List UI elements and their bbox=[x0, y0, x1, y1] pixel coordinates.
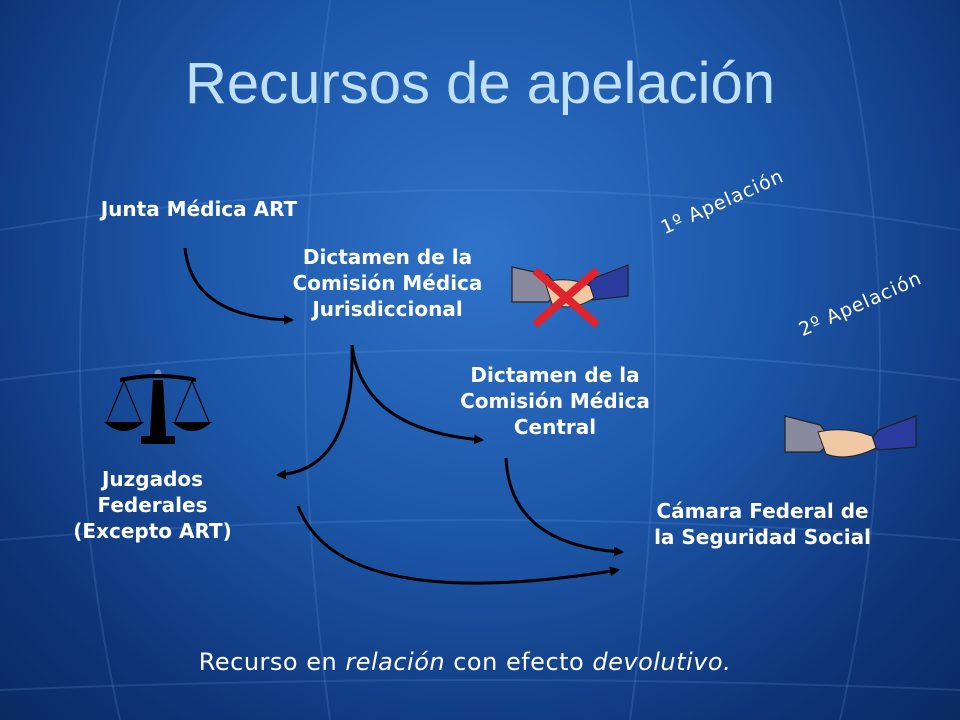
node-line: Federales bbox=[97, 493, 208, 517]
arrow-jurisdiccional-to-juzgados bbox=[276, 344, 354, 480]
node-line: Jurisdiccional bbox=[312, 297, 463, 321]
node-line: la Seguridad Social bbox=[654, 525, 871, 549]
node-juzgados-federales: Juzgados Federales (Excepto ART) bbox=[30, 466, 275, 544]
node-comision-central: Dictamen de la Comisión Médica Central bbox=[420, 362, 690, 440]
node-line: (Excepto ART) bbox=[73, 519, 232, 543]
node-line: Comisión Médica bbox=[292, 271, 483, 295]
node-line: Juzgados bbox=[101, 467, 204, 491]
arrow-juzgados-to-camara bbox=[296, 505, 620, 585]
node-comision-jurisdiccional: Dictamen de la Comisión Médica Jurisdicc… bbox=[255, 244, 520, 322]
node-line: Dictamen de la bbox=[302, 245, 473, 269]
footer-caption: Recurso en relación con efecto devolutiv… bbox=[198, 648, 732, 676]
node-camara-federal: Cámara Federal de la Seguridad Social bbox=[620, 498, 905, 550]
node-line: Comisión Médica bbox=[460, 389, 650, 413]
node-line: Central bbox=[513, 415, 597, 439]
node-junta-medica: Junta Médica ART bbox=[100, 197, 298, 221]
arrow-central-to-camara bbox=[504, 457, 624, 557]
node-line: Cámara Federal de bbox=[656, 499, 869, 523]
arrow-junta-to-jurisdiccional bbox=[183, 247, 294, 325]
arrow-jurisdiccional-to-central bbox=[350, 344, 484, 445]
node-line: Dictamen de la bbox=[470, 363, 640, 387]
page-title: Recursos de apelación bbox=[184, 51, 776, 116]
